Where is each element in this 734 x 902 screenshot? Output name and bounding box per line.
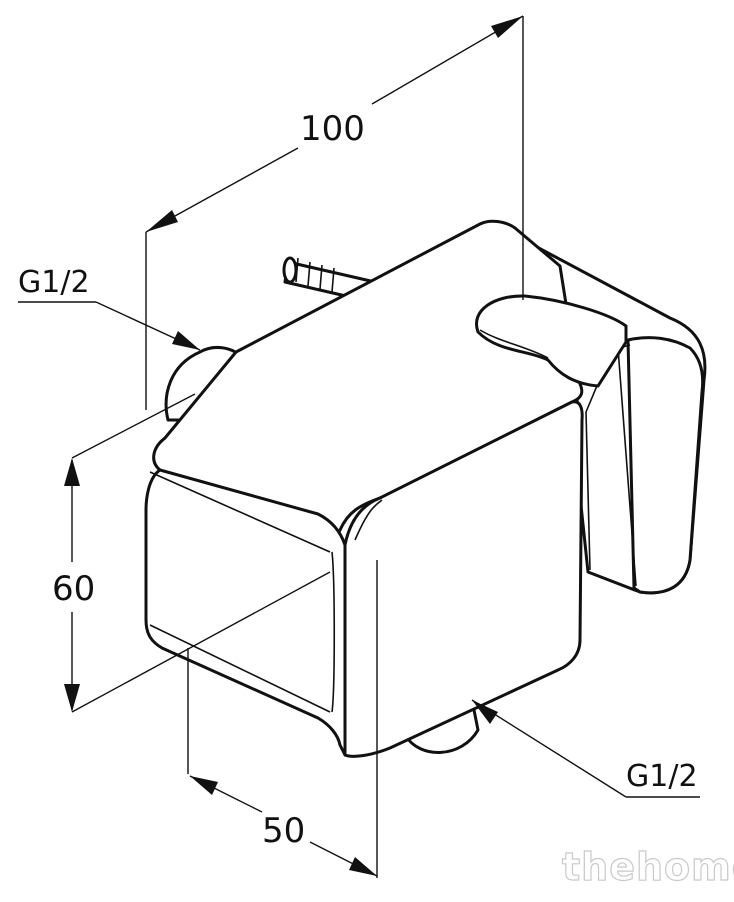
main-body: [144, 219, 628, 758]
dimension-100-label: 100: [300, 109, 365, 149]
thread-top-left-text: G1/2: [18, 265, 90, 300]
dimension-100: 100: [145, 15, 524, 410]
watermark-logo: thehome: [562, 845, 734, 889]
dimension-50-label: 50: [262, 811, 305, 851]
dimension-60: 60: [52, 393, 331, 713]
dimension-60-label: 60: [52, 569, 95, 609]
dimension-50: 50: [187, 560, 378, 878]
thread-label-top-left: G1/2: [18, 265, 201, 351]
thread-label-bottom-right: G1/2: [471, 699, 700, 798]
thread-bottom-right-text: G1/2: [626, 759, 698, 794]
holder-bracket: [488, 220, 707, 595]
